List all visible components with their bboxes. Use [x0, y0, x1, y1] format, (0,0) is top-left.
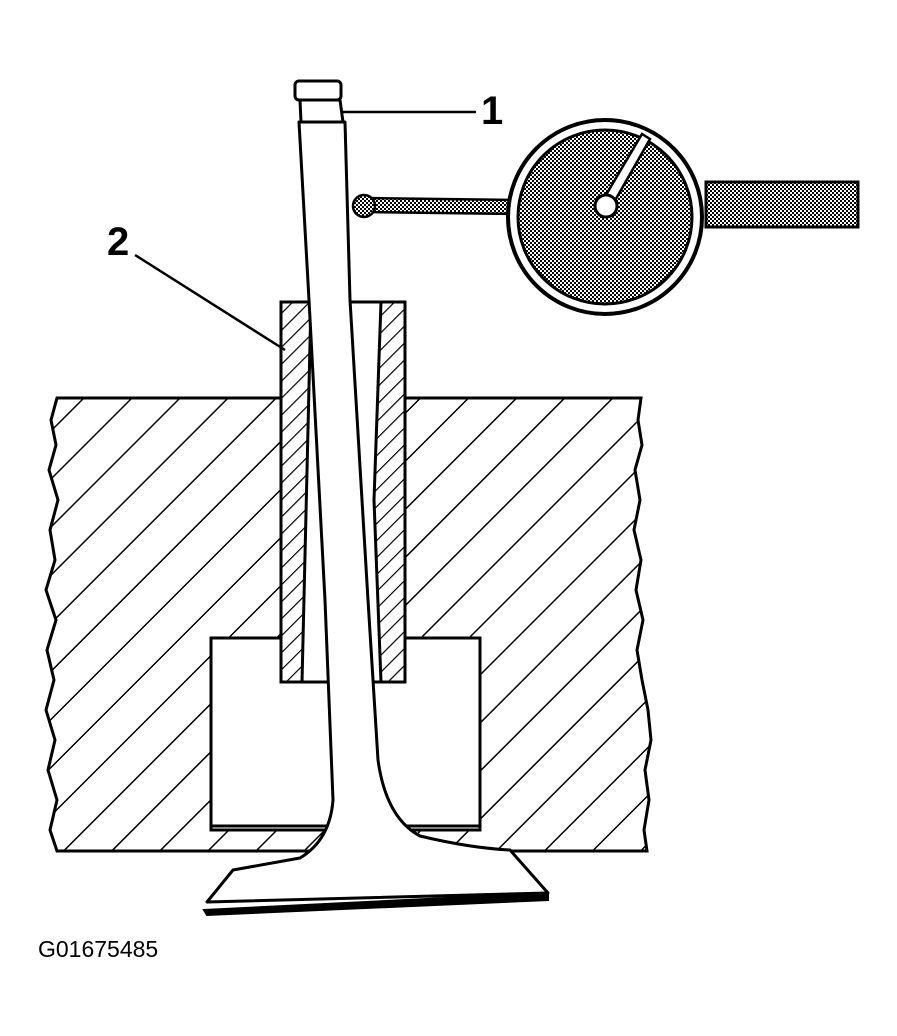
- callout-2-label: 2: [107, 220, 129, 264]
- valve-head-face: [202, 891, 549, 917]
- valve-guide-left-wall: [279, 300, 313, 684]
- valve: [205, 120, 550, 904]
- dial-indicator-arm: [704, 180, 860, 229]
- dial-indicator-plunger: [364, 196, 516, 216]
- callout-1-label: 1: [481, 89, 503, 133]
- valve-keeper-groove: [298, 98, 345, 124]
- figure-id: G01675485: [38, 936, 159, 962]
- valve-tip: [293, 79, 343, 102]
- dial-indicator-contact-ball: [351, 193, 377, 219]
- dial-indicator-needle-hub: [593, 193, 619, 219]
- callout-2-leader: [134, 253, 286, 352]
- valve-guide-right-wall: [372, 300, 407, 684]
